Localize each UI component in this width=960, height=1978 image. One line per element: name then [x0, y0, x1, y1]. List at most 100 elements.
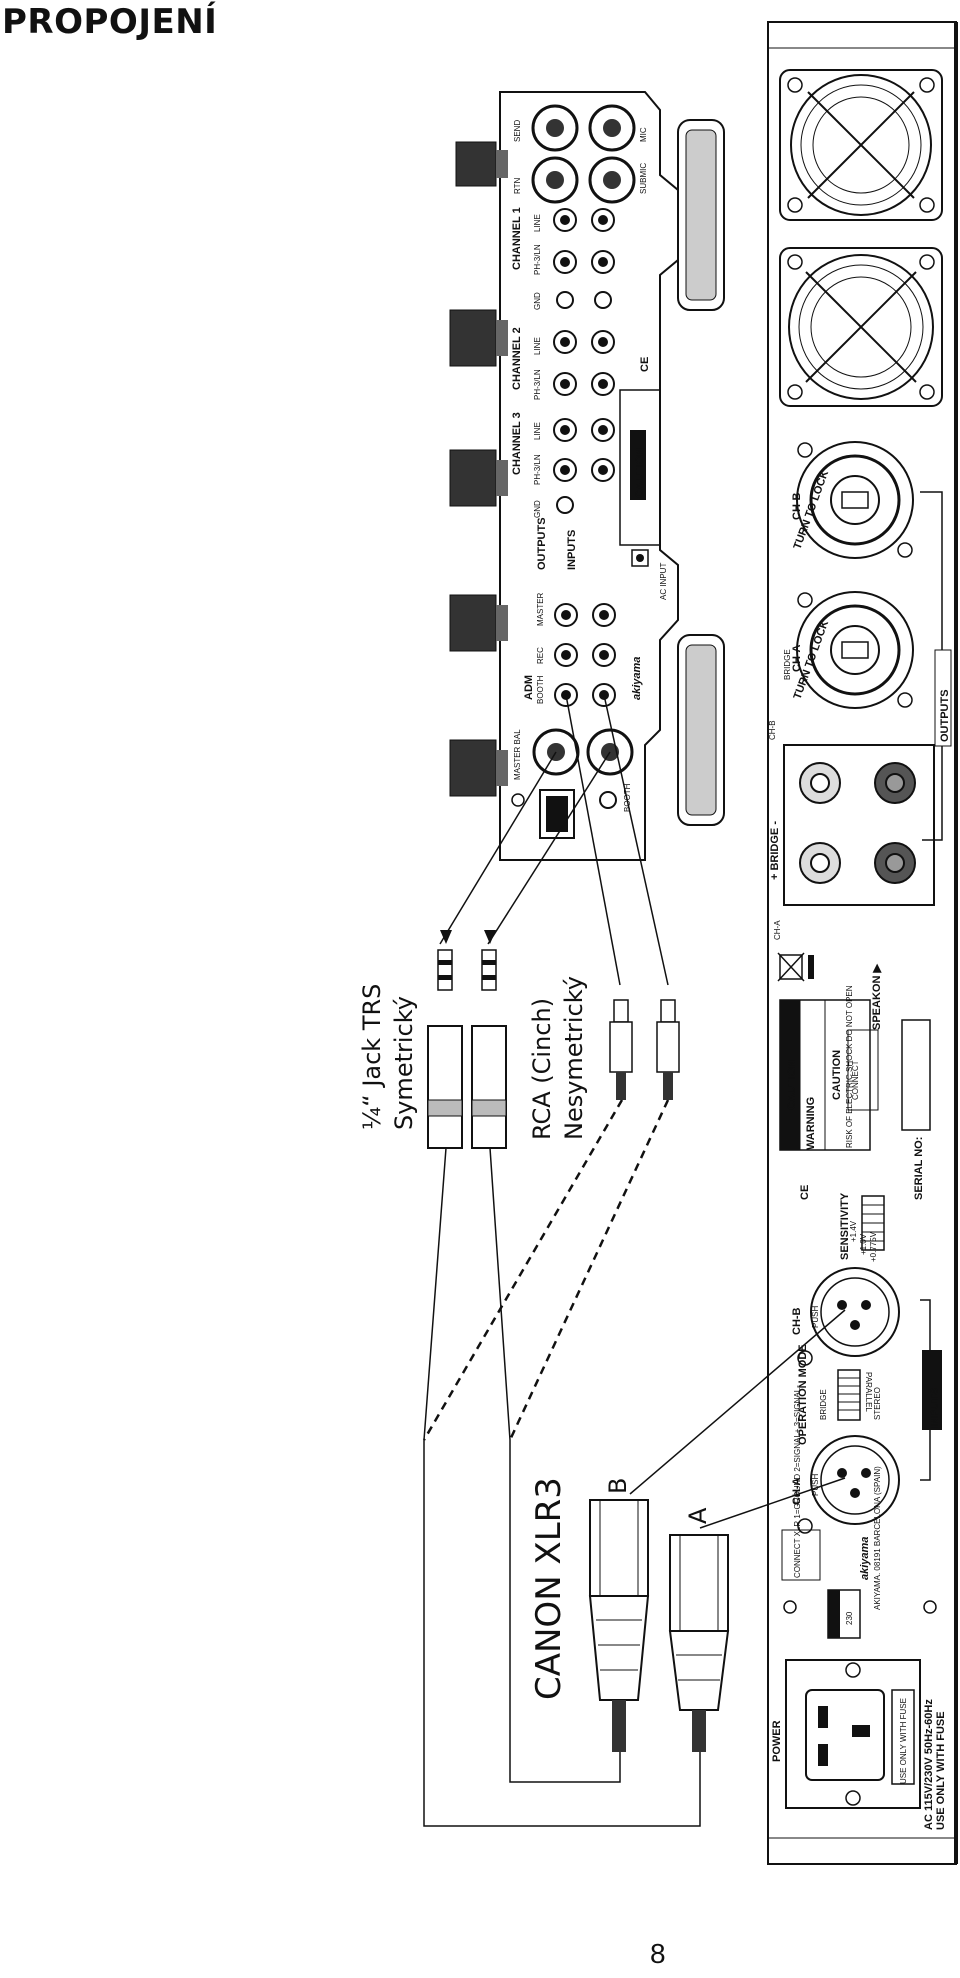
svg-text:REC: REC: [536, 647, 545, 664]
svg-text:BRIDGE: BRIDGE: [819, 1389, 828, 1420]
svg-text:OUTPUTS: OUTPUTS: [536, 517, 548, 570]
warning-panel: WARNING CAUTION CAUTION RISK OF ELECTRIC…: [779, 985, 871, 1151]
svg-text:USE ONLY WITH FUSE: USE ONLY WITH FUSE: [899, 1698, 908, 1784]
svg-text:BOOTH: BOOTH: [536, 675, 545, 704]
knob-icon: [455, 141, 508, 187]
mixer-rear-panel: SEND RTN MIC SUBMIC CHANNEL 1 CHANNEL 2: [449, 91, 725, 861]
rca-plug: [609, 999, 633, 1100]
mixer-brand-logo: ADM: [523, 675, 535, 700]
bridge-bracket-label: BRIDGE: [783, 649, 792, 680]
svg-text:PH-3/LN: PH-3/LN: [533, 369, 542, 400]
operation-mode-label: OPERATION MODE: [797, 1344, 809, 1445]
svg-text:PARALLEL: PARALLEL: [864, 1372, 873, 1412]
svg-text:CAUTION: CAUTION: [831, 1050, 843, 1100]
ac-rating-label: AC 115V/230V 50Hz-60Hz: [923, 1699, 935, 1830]
svg-text:LINE: LINE: [533, 337, 542, 355]
mixer-brand-name: akiyama: [631, 657, 643, 700]
channel-1-label: CHANNEL 1: [511, 207, 523, 270]
xlr-input-ch-b: [797, 1267, 900, 1366]
rca-cable-label-2: Nesymetrický: [560, 976, 588, 1140]
jack-trs-plug: [471, 930, 507, 1149]
svg-text:PUSH: PUSH: [811, 1474, 820, 1496]
knob-icon: [449, 739, 508, 797]
bridge-plus-minus-label: + BRIDGE -: [769, 821, 781, 880]
svg-text:CAUTION: CAUTION: [634, 448, 646, 498]
amp-brand-logo: akiyama: [859, 1537, 871, 1580]
jack-cable-label-2: Symetrický: [390, 996, 418, 1130]
fan-icon: [779, 247, 943, 407]
svg-text:+0.775V: +0.775V: [869, 1231, 878, 1262]
xlr-input-ch-a: [797, 1435, 900, 1534]
knob-icon: [449, 309, 508, 367]
serial-no-label: SERIAL NO:: [913, 1137, 925, 1200]
ch-b-input-label: CH-B: [791, 1307, 803, 1335]
ch-b-output-label: CH-B: [791, 492, 803, 520]
binding-posts: [783, 744, 935, 906]
ch-a-post-label: CH-A: [773, 920, 782, 940]
jack-trs-plug: [427, 930, 463, 1149]
svg-text:+1.0V: +1.0V: [859, 1233, 868, 1255]
svg-text:MASTER BAL: MASTER BAL: [513, 729, 522, 780]
svg-text:AC INPUT: AC INPUT: [659, 563, 668, 600]
svg-text:WARNING: WARNING: [805, 1097, 817, 1150]
amplifier-rear-panel: CH-B CH-A BRIDGE TURN TO LOCK TURN TO LO…: [767, 21, 958, 1865]
inputs-label: INPUTS: [929, 1388, 941, 1428]
ch-b-post-label: CH-B: [768, 720, 777, 740]
svg-text:BOOTH: BOOTH: [623, 783, 632, 812]
rca-jacks-channel-1: [553, 208, 615, 274]
power-inlet: USE ONLY WITH FUSE: [785, 1659, 921, 1809]
mixer-output-rca: [554, 603, 616, 707]
mixer-master-bal-jack: [532, 728, 634, 776]
page-number: 8: [650, 1938, 666, 1969]
channel-3-label: CHANNEL 3: [511, 412, 523, 475]
ce-mark-icon: CE: [799, 1185, 811, 1200]
svg-text:PH-3/LN: PH-3/LN: [533, 454, 542, 485]
svg-text:MASTER: MASTER: [536, 592, 545, 626]
channel-2-label: CHANNEL 2: [511, 327, 523, 390]
use-fuse-label: USE ONLY WITH FUSE: [935, 1711, 947, 1830]
jack-cable-label-1: ¼“ Jack TRS: [358, 984, 386, 1130]
xlr-plug-a: [668, 1534, 730, 1752]
fan-icon: [779, 69, 943, 221]
svg-text:RTN: RTN: [513, 177, 522, 194]
power-label: POWER: [771, 1720, 783, 1762]
svg-text:SUBMIC: SUBMIC: [639, 163, 648, 194]
xlr-plug-b: [588, 1499, 650, 1752]
knob-icon: [449, 594, 508, 652]
svg-text:LINE: LINE: [533, 422, 542, 440]
svg-text:GND: GND: [533, 292, 542, 310]
svg-text:LINE: LINE: [533, 214, 542, 232]
svg-text:MIC: MIC: [639, 127, 648, 142]
svg-text:GND: GND: [533, 500, 542, 518]
voltage-selector: 230: [845, 1611, 854, 1625]
cables: [422, 694, 846, 1827]
speakon-label: SPEAKON ▶: [871, 964, 883, 1030]
svg-text:+1.4V: +1.4V: [849, 1220, 858, 1242]
ch-a-output-label: CH-A: [791, 644, 803, 672]
ce-mark-icon: CE: [639, 357, 651, 372]
knob-icon: [449, 449, 508, 507]
address-label: AKIYAMA. 08191 BARCELONA (SPAIN): [873, 1466, 882, 1610]
outputs-label: OUTPUTS: [939, 689, 951, 742]
xlr-pin-table: CONNECT XLR 1=GROUND 2=SIGNAL+ 3=SIGNAL-: [781, 1385, 821, 1581]
svg-text:SEND: SEND: [513, 120, 522, 142]
svg-text:CONNECT XLR 1=GROUND 2=SIGNAL+: CONNECT XLR 1=GROUND 2=SIGNAL+ 3=SIGNAL-: [793, 1385, 802, 1578]
rca-cable-label-1: RCA (Cinch): [528, 998, 556, 1140]
speakon-output-ch-a: [796, 591, 914, 709]
svg-text:STEREO: STEREO: [873, 1387, 882, 1420]
sensitivity-label: SENSITIVITY: [839, 1192, 851, 1260]
xlr-plug-a-label: A: [684, 1507, 712, 1524]
page-title: PROPOJENÍ: [2, 2, 218, 42]
rca-jacks-channel-3: [553, 418, 615, 482]
connect-table: CONNECT: [847, 1029, 879, 1111]
speakon-output-ch-b: [796, 441, 914, 559]
svg-text:CONNECT: CONNECT: [851, 1060, 860, 1100]
rca-plug: [656, 999, 680, 1100]
xlr-plug-b-label: B: [604, 1478, 632, 1494]
svg-text:CAUTION: CAUTION: [786, 1060, 798, 1110]
svg-text:PUSH: PUSH: [811, 1306, 820, 1328]
mixer-caution-panel: CAUTION: [619, 389, 661, 546]
ch-a-input-label: CH-A: [791, 1477, 803, 1505]
svg-text:INPUTS: INPUTS: [566, 530, 578, 570]
